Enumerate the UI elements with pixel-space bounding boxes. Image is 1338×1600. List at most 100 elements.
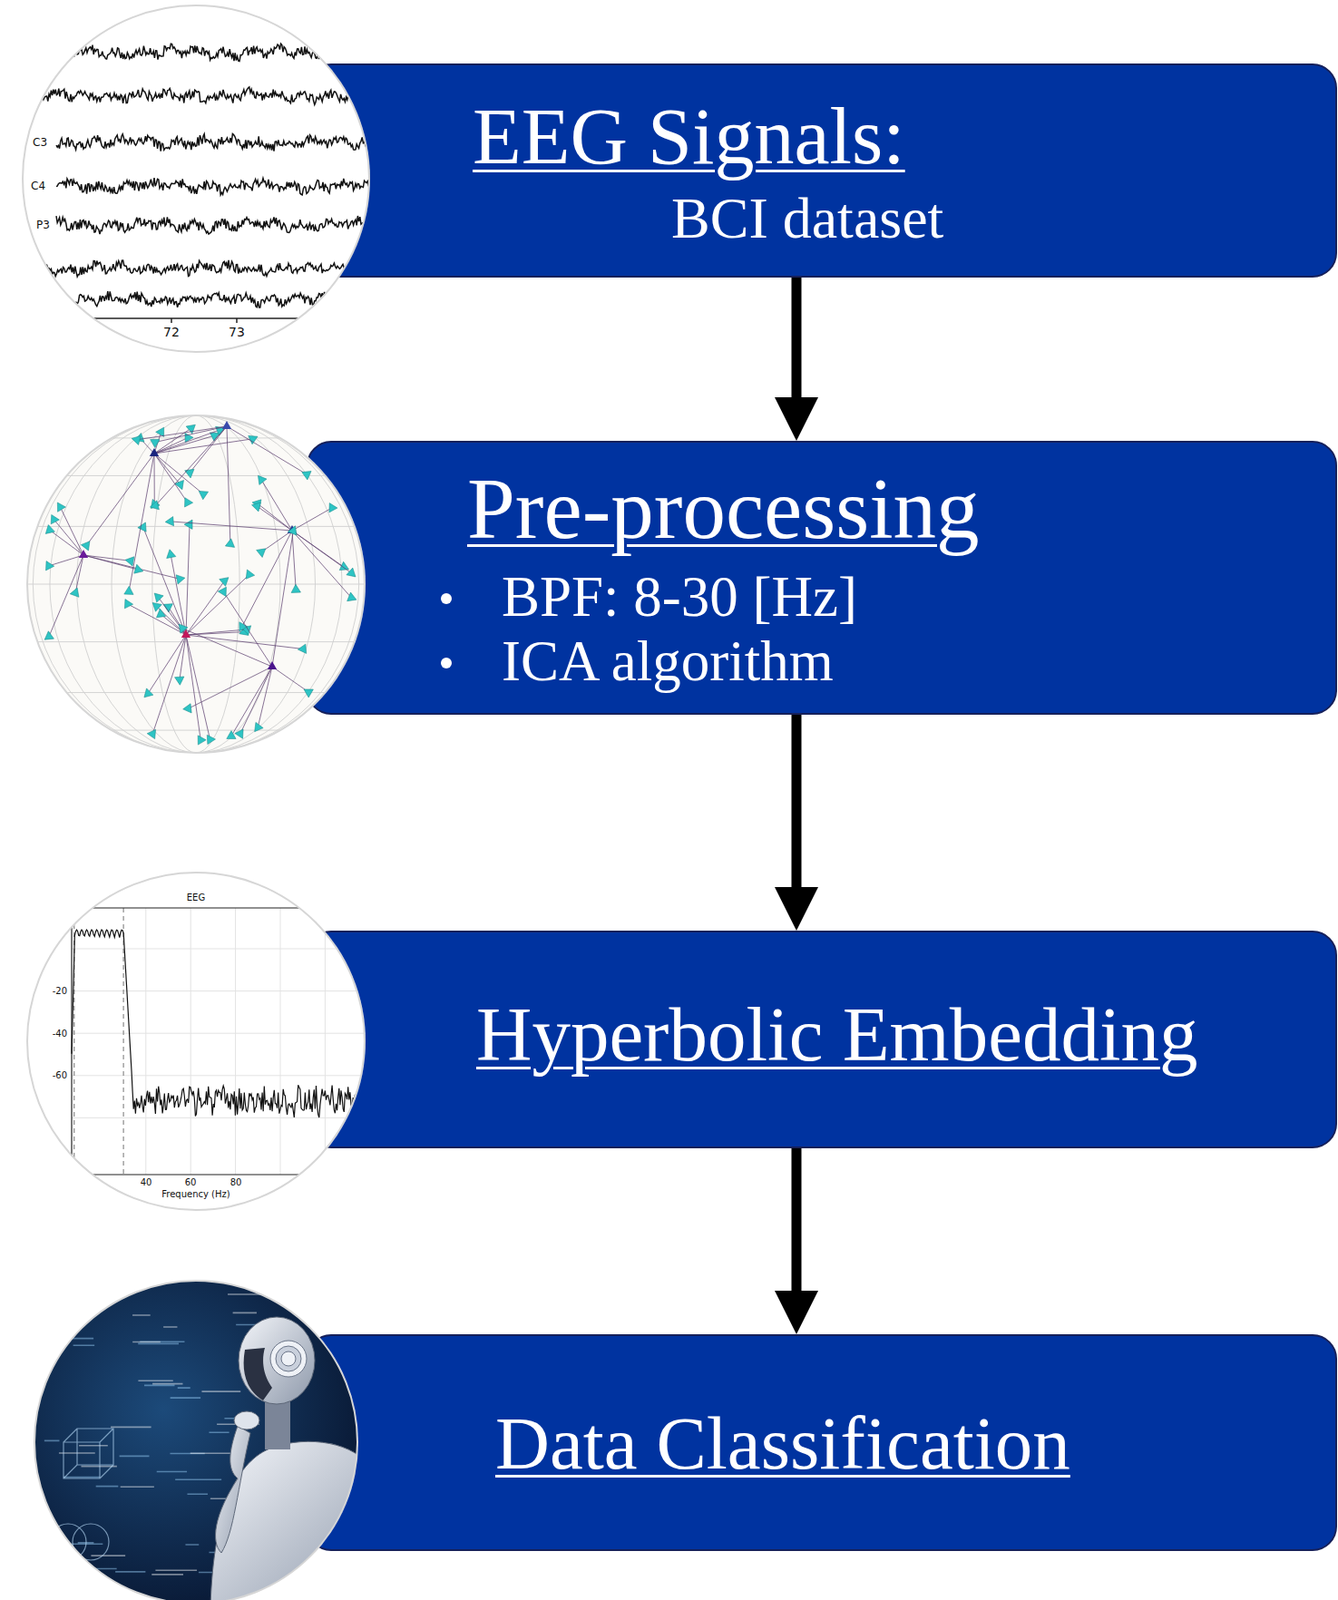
formula-stroke bbox=[63, 1476, 100, 1479]
formula-stroke bbox=[95, 1568, 117, 1571]
arrow-shaft bbox=[791, 277, 802, 400]
box-fill bbox=[307, 1335, 1337, 1551]
axis-tick-mark bbox=[235, 318, 238, 323]
formula-stroke bbox=[78, 1445, 108, 1447]
axis-tick: 40 bbox=[140, 1177, 153, 1189]
process-box: Pre-processingBPF: 8-30 [Hz]ICA algorith… bbox=[306, 440, 1338, 715]
network-leaf bbox=[125, 553, 138, 566]
network-leaf bbox=[185, 465, 197, 479]
network-link bbox=[147, 634, 186, 694]
formula-stroke bbox=[37, 1569, 80, 1572]
formula-stroke bbox=[63, 1338, 94, 1340]
formula-stroke bbox=[120, 1485, 155, 1488]
flow-arrow bbox=[774, 1148, 819, 1335]
channel-label: C4 bbox=[30, 179, 46, 193]
network-leaf bbox=[291, 584, 303, 596]
network-link bbox=[189, 426, 227, 473]
network-leaf bbox=[131, 432, 145, 446]
network-link bbox=[257, 666, 273, 728]
robot-hand bbox=[234, 1411, 260, 1430]
network-link bbox=[170, 521, 293, 531]
network-leaf bbox=[206, 734, 215, 745]
network-link bbox=[154, 429, 220, 454]
network-leaf bbox=[217, 584, 230, 596]
network-leaf bbox=[166, 549, 178, 562]
robot-arm bbox=[215, 1425, 251, 1553]
network-leaf bbox=[219, 574, 232, 587]
network-link bbox=[256, 506, 293, 531]
network-leaf bbox=[137, 520, 150, 533]
grid-line bbox=[145, 908, 147, 1175]
network-link bbox=[154, 435, 215, 454]
formula-stroke bbox=[44, 1440, 60, 1443]
box-title: Data Classification bbox=[495, 1400, 1071, 1487]
formula-stroke bbox=[115, 1571, 146, 1573]
network-leaf bbox=[178, 623, 188, 635]
network-link bbox=[226, 426, 231, 545]
sphere-meridian bbox=[49, 415, 342, 753]
band-edge bbox=[123, 908, 125, 1175]
arrow-head bbox=[774, 1290, 819, 1335]
formula-stroke bbox=[177, 1386, 191, 1389]
network-leaf bbox=[234, 726, 248, 739]
formula-stroke bbox=[152, 1383, 183, 1386]
network-leaf bbox=[254, 722, 264, 733]
network-link bbox=[49, 529, 84, 556]
network-link bbox=[240, 666, 273, 734]
venn-sketch bbox=[72, 1523, 109, 1561]
formula-stroke bbox=[185, 1543, 199, 1546]
network-leaf bbox=[124, 585, 135, 595]
network-leaf bbox=[50, 514, 59, 525]
network-link bbox=[154, 453, 181, 485]
arrow-head bbox=[774, 397, 819, 441]
network-leaf bbox=[287, 524, 300, 536]
network-link bbox=[48, 555, 84, 637]
network-link bbox=[242, 530, 293, 627]
sphere-meridian bbox=[76, 415, 315, 753]
network-leaf bbox=[144, 688, 155, 700]
plot-title: EEG bbox=[186, 892, 206, 904]
box-text: BPF: 8-30 [Hz] bbox=[501, 564, 858, 630]
network-hub bbox=[78, 549, 88, 558]
network-leaf bbox=[149, 498, 161, 509]
network-leaf bbox=[224, 537, 235, 547]
network-link bbox=[188, 666, 273, 709]
network-link bbox=[226, 426, 307, 475]
robot-head bbox=[238, 1317, 315, 1405]
formula-stroke bbox=[119, 1455, 150, 1458]
network-link bbox=[128, 453, 155, 592]
network-leaf bbox=[146, 726, 160, 739]
axis-tick: -60 bbox=[52, 1070, 68, 1082]
robot-ear bbox=[270, 1340, 307, 1378]
network-link bbox=[272, 666, 309, 693]
network-link bbox=[185, 524, 190, 635]
axis-tick: 73 bbox=[228, 324, 245, 341]
network-link bbox=[185, 634, 211, 740]
flow-arrow bbox=[774, 714, 819, 931]
box-fill bbox=[307, 931, 1337, 1148]
sphere-meridian bbox=[111, 415, 281, 753]
robot-neck bbox=[264, 1396, 291, 1450]
formula-stroke bbox=[137, 1379, 173, 1382]
formula-stroke bbox=[233, 1312, 257, 1315]
network-leaf bbox=[124, 599, 133, 610]
box-title: EEG Signals: bbox=[472, 90, 906, 183]
eeg-trace bbox=[0, 291, 381, 308]
network-leaf bbox=[252, 498, 265, 512]
channel-label: P3 bbox=[36, 218, 50, 232]
formula-stroke bbox=[151, 1573, 184, 1576]
network-leaf bbox=[150, 498, 161, 510]
network-leaf bbox=[175, 673, 187, 686]
network-link bbox=[127, 604, 186, 635]
network-leaf bbox=[256, 545, 269, 558]
network-link bbox=[185, 581, 225, 635]
network-link bbox=[261, 530, 293, 553]
network-link bbox=[223, 591, 273, 667]
network-link bbox=[154, 453, 188, 503]
formula-stroke bbox=[90, 1554, 126, 1557]
process-box: Hyperbolic Embedding bbox=[306, 930, 1338, 1149]
grid-line bbox=[190, 908, 192, 1175]
arrow-shaft bbox=[791, 714, 802, 889]
network-link bbox=[292, 530, 296, 590]
network-link bbox=[143, 527, 186, 635]
